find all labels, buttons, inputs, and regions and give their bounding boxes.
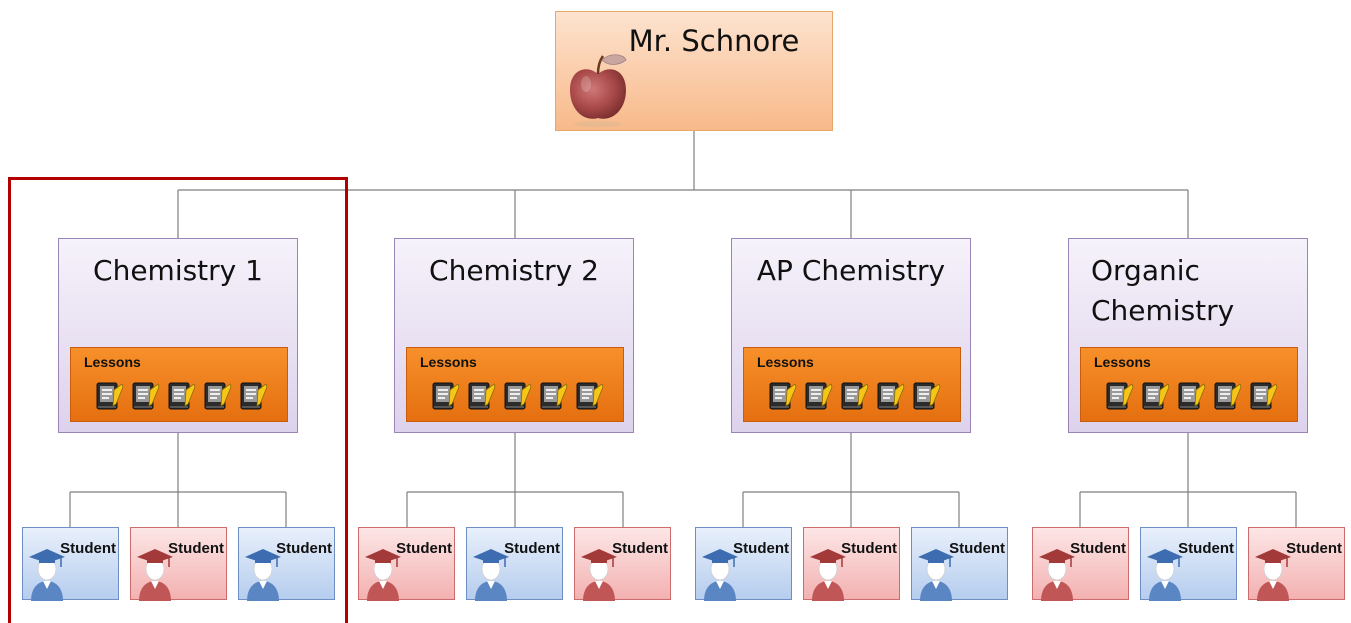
student-label: Student bbox=[168, 540, 224, 557]
lesson-book-icon bbox=[876, 380, 905, 411]
course-box-ap-chemistry: AP Chemistry Lessons bbox=[731, 238, 971, 433]
student-box: Student bbox=[1032, 527, 1129, 601]
lessons-label: Lessons bbox=[1094, 354, 1151, 370]
lessons-label: Lessons bbox=[757, 354, 814, 370]
student-box: Student bbox=[911, 527, 1008, 601]
lesson-book-icon bbox=[1177, 380, 1206, 411]
student-box: Student bbox=[358, 527, 455, 601]
graduate-icon bbox=[579, 543, 619, 601]
lesson-book-icon bbox=[131, 380, 160, 411]
student-box: Student bbox=[130, 527, 227, 601]
lesson-book-icon bbox=[804, 380, 833, 411]
course-title: Chemistry 2 bbox=[429, 254, 599, 287]
graduate-icon bbox=[471, 543, 511, 601]
teacher-box: Mr. Schnore bbox=[555, 11, 833, 131]
graduate-icon bbox=[1145, 543, 1185, 601]
lesson-book-icon bbox=[467, 380, 496, 411]
course-box-chemistry-1: Chemistry 1 Lessons bbox=[58, 238, 298, 433]
graduate-icon bbox=[27, 543, 67, 601]
student-box: Student bbox=[22, 527, 119, 601]
lesson-book-icon bbox=[912, 380, 941, 411]
course-box-chemistry-2: Chemistry 2 Lessons bbox=[394, 238, 634, 433]
lessons-panel: Lessons bbox=[406, 347, 624, 422]
course-title: Organic Chemistry bbox=[1091, 254, 1235, 327]
lesson-icons bbox=[95, 380, 268, 411]
student-label: Student bbox=[1286, 540, 1342, 557]
lessons-label: Lessons bbox=[84, 354, 141, 370]
lesson-book-icon bbox=[203, 380, 232, 411]
highlight-frame bbox=[8, 177, 348, 623]
apple-icon bbox=[570, 54, 627, 127]
student-box: Student bbox=[1140, 527, 1237, 601]
student-box: Student bbox=[574, 527, 671, 601]
lesson-book-icon bbox=[431, 380, 460, 411]
graduate-icon bbox=[700, 543, 740, 601]
graduate-icon bbox=[916, 543, 956, 601]
lesson-book-icon bbox=[768, 380, 797, 411]
student-label: Student bbox=[504, 540, 560, 557]
student-box: Student bbox=[695, 527, 792, 601]
graduate-icon bbox=[808, 543, 848, 601]
lesson-icons bbox=[431, 380, 604, 411]
student-box: Student bbox=[466, 527, 563, 601]
course-title: AP Chemistry bbox=[756, 254, 946, 287]
teacher-name: Mr. Schnore bbox=[628, 24, 800, 58]
lesson-book-icon bbox=[167, 380, 196, 411]
lesson-icons bbox=[1105, 380, 1278, 411]
course-box-organic-chemistry: Organic Chemistry Lessons bbox=[1068, 238, 1308, 433]
student-label: Student bbox=[1178, 540, 1234, 557]
graduate-icon bbox=[363, 543, 403, 601]
lesson-book-icon bbox=[95, 380, 124, 411]
student-label: Student bbox=[949, 540, 1005, 557]
lessons-panel: Lessons bbox=[1080, 347, 1298, 422]
lessons-panel: Lessons bbox=[70, 347, 288, 422]
graduate-icon bbox=[135, 543, 175, 601]
student-label: Student bbox=[60, 540, 116, 557]
graduate-icon bbox=[243, 543, 283, 601]
student-label: Student bbox=[276, 540, 332, 557]
lesson-book-icon bbox=[1213, 380, 1242, 411]
lesson-book-icon bbox=[1249, 380, 1278, 411]
student-label: Student bbox=[612, 540, 668, 557]
course-title: Chemistry 1 bbox=[93, 254, 263, 287]
lesson-book-icon bbox=[503, 380, 532, 411]
lesson-book-icon bbox=[575, 380, 604, 411]
graduate-icon bbox=[1253, 543, 1293, 601]
graduate-icon bbox=[1037, 543, 1077, 601]
student-box: Student bbox=[1248, 527, 1345, 601]
student-box: Student bbox=[803, 527, 900, 601]
student-label: Student bbox=[733, 540, 789, 557]
student-box: Student bbox=[238, 527, 335, 601]
lessons-label: Lessons bbox=[420, 354, 477, 370]
student-label: Student bbox=[1070, 540, 1126, 557]
lesson-book-icon bbox=[239, 380, 268, 411]
lessons-panel: Lessons bbox=[743, 347, 961, 422]
lesson-book-icon bbox=[1105, 380, 1134, 411]
student-label: Student bbox=[841, 540, 897, 557]
lesson-book-icon bbox=[1141, 380, 1170, 411]
lesson-book-icon bbox=[539, 380, 568, 411]
student-label: Student bbox=[396, 540, 452, 557]
lesson-icons bbox=[768, 380, 941, 411]
lesson-book-icon bbox=[840, 380, 869, 411]
